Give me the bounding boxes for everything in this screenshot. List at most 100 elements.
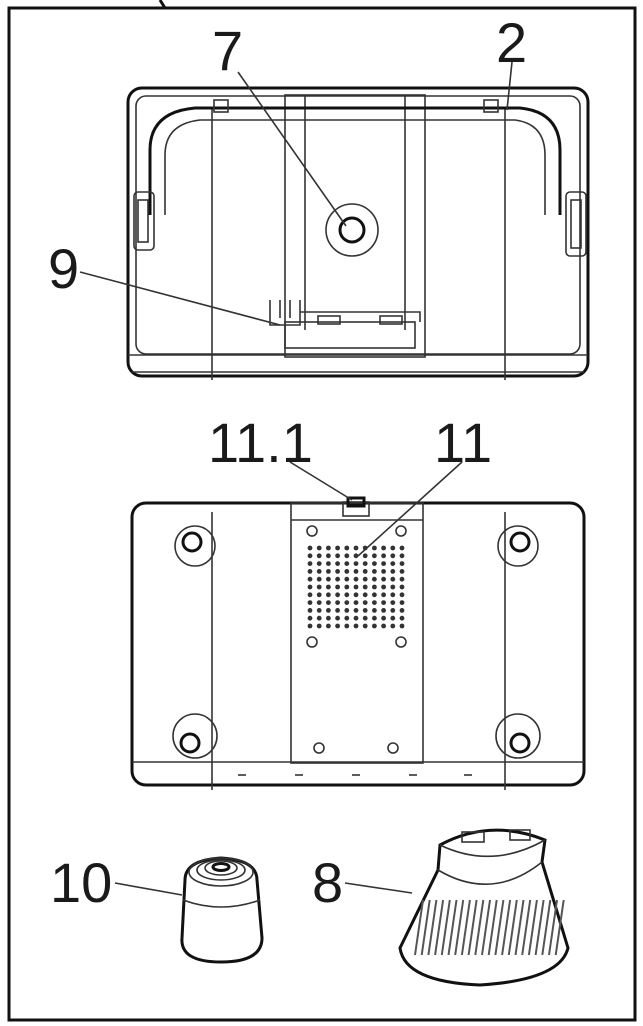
vent-hole bbox=[372, 600, 377, 605]
vent-hole bbox=[307, 576, 313, 582]
vent-hole bbox=[335, 584, 340, 590]
vent-hole bbox=[335, 569, 340, 574]
vent-hole bbox=[362, 600, 368, 605]
basket-slot bbox=[434, 899, 445, 956]
basket-slot bbox=[554, 899, 565, 956]
callout-2: 2 bbox=[496, 11, 527, 74]
basket-slot bbox=[454, 899, 465, 956]
foot-bottom-left bbox=[172, 713, 218, 759]
vent-hole bbox=[326, 600, 331, 605]
vent-hole bbox=[326, 553, 331, 559]
foot-top-right bbox=[497, 525, 539, 567]
vent-hole bbox=[344, 569, 350, 574]
vent-hole bbox=[326, 608, 331, 613]
vent-hole bbox=[381, 584, 386, 590]
vent-hole bbox=[390, 545, 396, 551]
vent-hole bbox=[353, 615, 359, 621]
vent-hole bbox=[335, 592, 340, 598]
vent-hole bbox=[353, 561, 359, 566]
basket-slot bbox=[467, 899, 478, 956]
callout-11-1: 11.1 bbox=[208, 411, 313, 474]
basket-slot bbox=[440, 899, 451, 956]
vent-hole bbox=[326, 623, 331, 629]
vent-hole bbox=[399, 545, 405, 551]
vent-hole bbox=[381, 545, 386, 551]
vent-hole bbox=[316, 623, 322, 629]
vent-hole bbox=[353, 584, 359, 590]
vent-hole bbox=[399, 561, 405, 566]
vent-hole bbox=[362, 553, 368, 559]
vent-hole bbox=[372, 561, 377, 566]
vent-hole bbox=[307, 553, 313, 559]
vent-hole bbox=[390, 592, 396, 598]
vent-hole bbox=[372, 545, 377, 551]
vent-hole bbox=[326, 576, 331, 582]
vent-hole bbox=[381, 608, 386, 613]
callout-9: 9 bbox=[48, 237, 79, 300]
vent-hole bbox=[399, 623, 405, 629]
vent-hole bbox=[372, 615, 377, 621]
vent-hole bbox=[335, 600, 340, 605]
vent-hole bbox=[390, 561, 396, 566]
vent-hole bbox=[381, 553, 386, 559]
vent-hole bbox=[362, 561, 368, 566]
vent-hole bbox=[399, 608, 405, 613]
basket-slot bbox=[521, 899, 532, 956]
vent-hole bbox=[381, 592, 386, 598]
vent-hole bbox=[307, 623, 313, 629]
vent-hole bbox=[353, 569, 359, 574]
basket-slot bbox=[514, 899, 525, 956]
vent-hole bbox=[372, 553, 377, 559]
vent-hole bbox=[316, 584, 322, 590]
device-bottom-view bbox=[130, 496, 586, 790]
basket-slot bbox=[460, 899, 471, 956]
vent-hole bbox=[390, 623, 396, 629]
vent-hole bbox=[372, 623, 377, 629]
vent-hole bbox=[344, 545, 350, 551]
callout-10: 10 bbox=[50, 851, 112, 914]
vent-hole bbox=[390, 569, 396, 574]
vent-hole bbox=[344, 600, 350, 605]
vent-hole bbox=[362, 592, 368, 598]
basket-slot bbox=[414, 899, 424, 956]
vent-hole bbox=[335, 623, 340, 629]
vent-hole bbox=[307, 600, 313, 605]
vent-hole bbox=[372, 584, 377, 590]
vent-hole bbox=[372, 592, 377, 598]
part-9-bracket bbox=[269, 300, 421, 349]
vent-hole bbox=[316, 600, 322, 605]
part-11-vent-grille bbox=[307, 545, 405, 629]
vent-hole bbox=[344, 623, 350, 629]
vent-hole bbox=[307, 592, 313, 598]
vent-hole bbox=[335, 545, 340, 551]
vent-hole bbox=[344, 592, 350, 598]
vent-hole bbox=[390, 553, 396, 559]
vent-hole bbox=[390, 576, 396, 582]
vent-hole bbox=[307, 561, 313, 566]
vent-hole bbox=[353, 576, 359, 582]
vent-hole bbox=[316, 561, 322, 566]
basket-slot bbox=[534, 899, 545, 956]
vent-hole bbox=[362, 608, 368, 613]
basket-slot bbox=[447, 899, 458, 956]
vent-hole bbox=[399, 576, 405, 582]
vent-hole bbox=[390, 615, 396, 621]
vent-hole bbox=[362, 615, 368, 621]
basket-slot bbox=[494, 899, 505, 956]
callout-7: 7 bbox=[212, 19, 243, 82]
vent-hole bbox=[316, 553, 322, 559]
vent-hole bbox=[307, 545, 313, 551]
vent-hole bbox=[326, 561, 331, 566]
basket-slot bbox=[548, 899, 558, 956]
vent-hole bbox=[316, 545, 322, 551]
vent-hole bbox=[381, 623, 386, 629]
vent-hole bbox=[390, 584, 396, 590]
vent-hole bbox=[362, 623, 368, 629]
vent-hole bbox=[316, 576, 322, 582]
vent-hole bbox=[362, 569, 368, 574]
basket-slot bbox=[541, 899, 552, 956]
foot-bottom-right bbox=[495, 713, 541, 759]
vent-hole bbox=[353, 623, 359, 629]
basket-slot bbox=[501, 899, 512, 956]
